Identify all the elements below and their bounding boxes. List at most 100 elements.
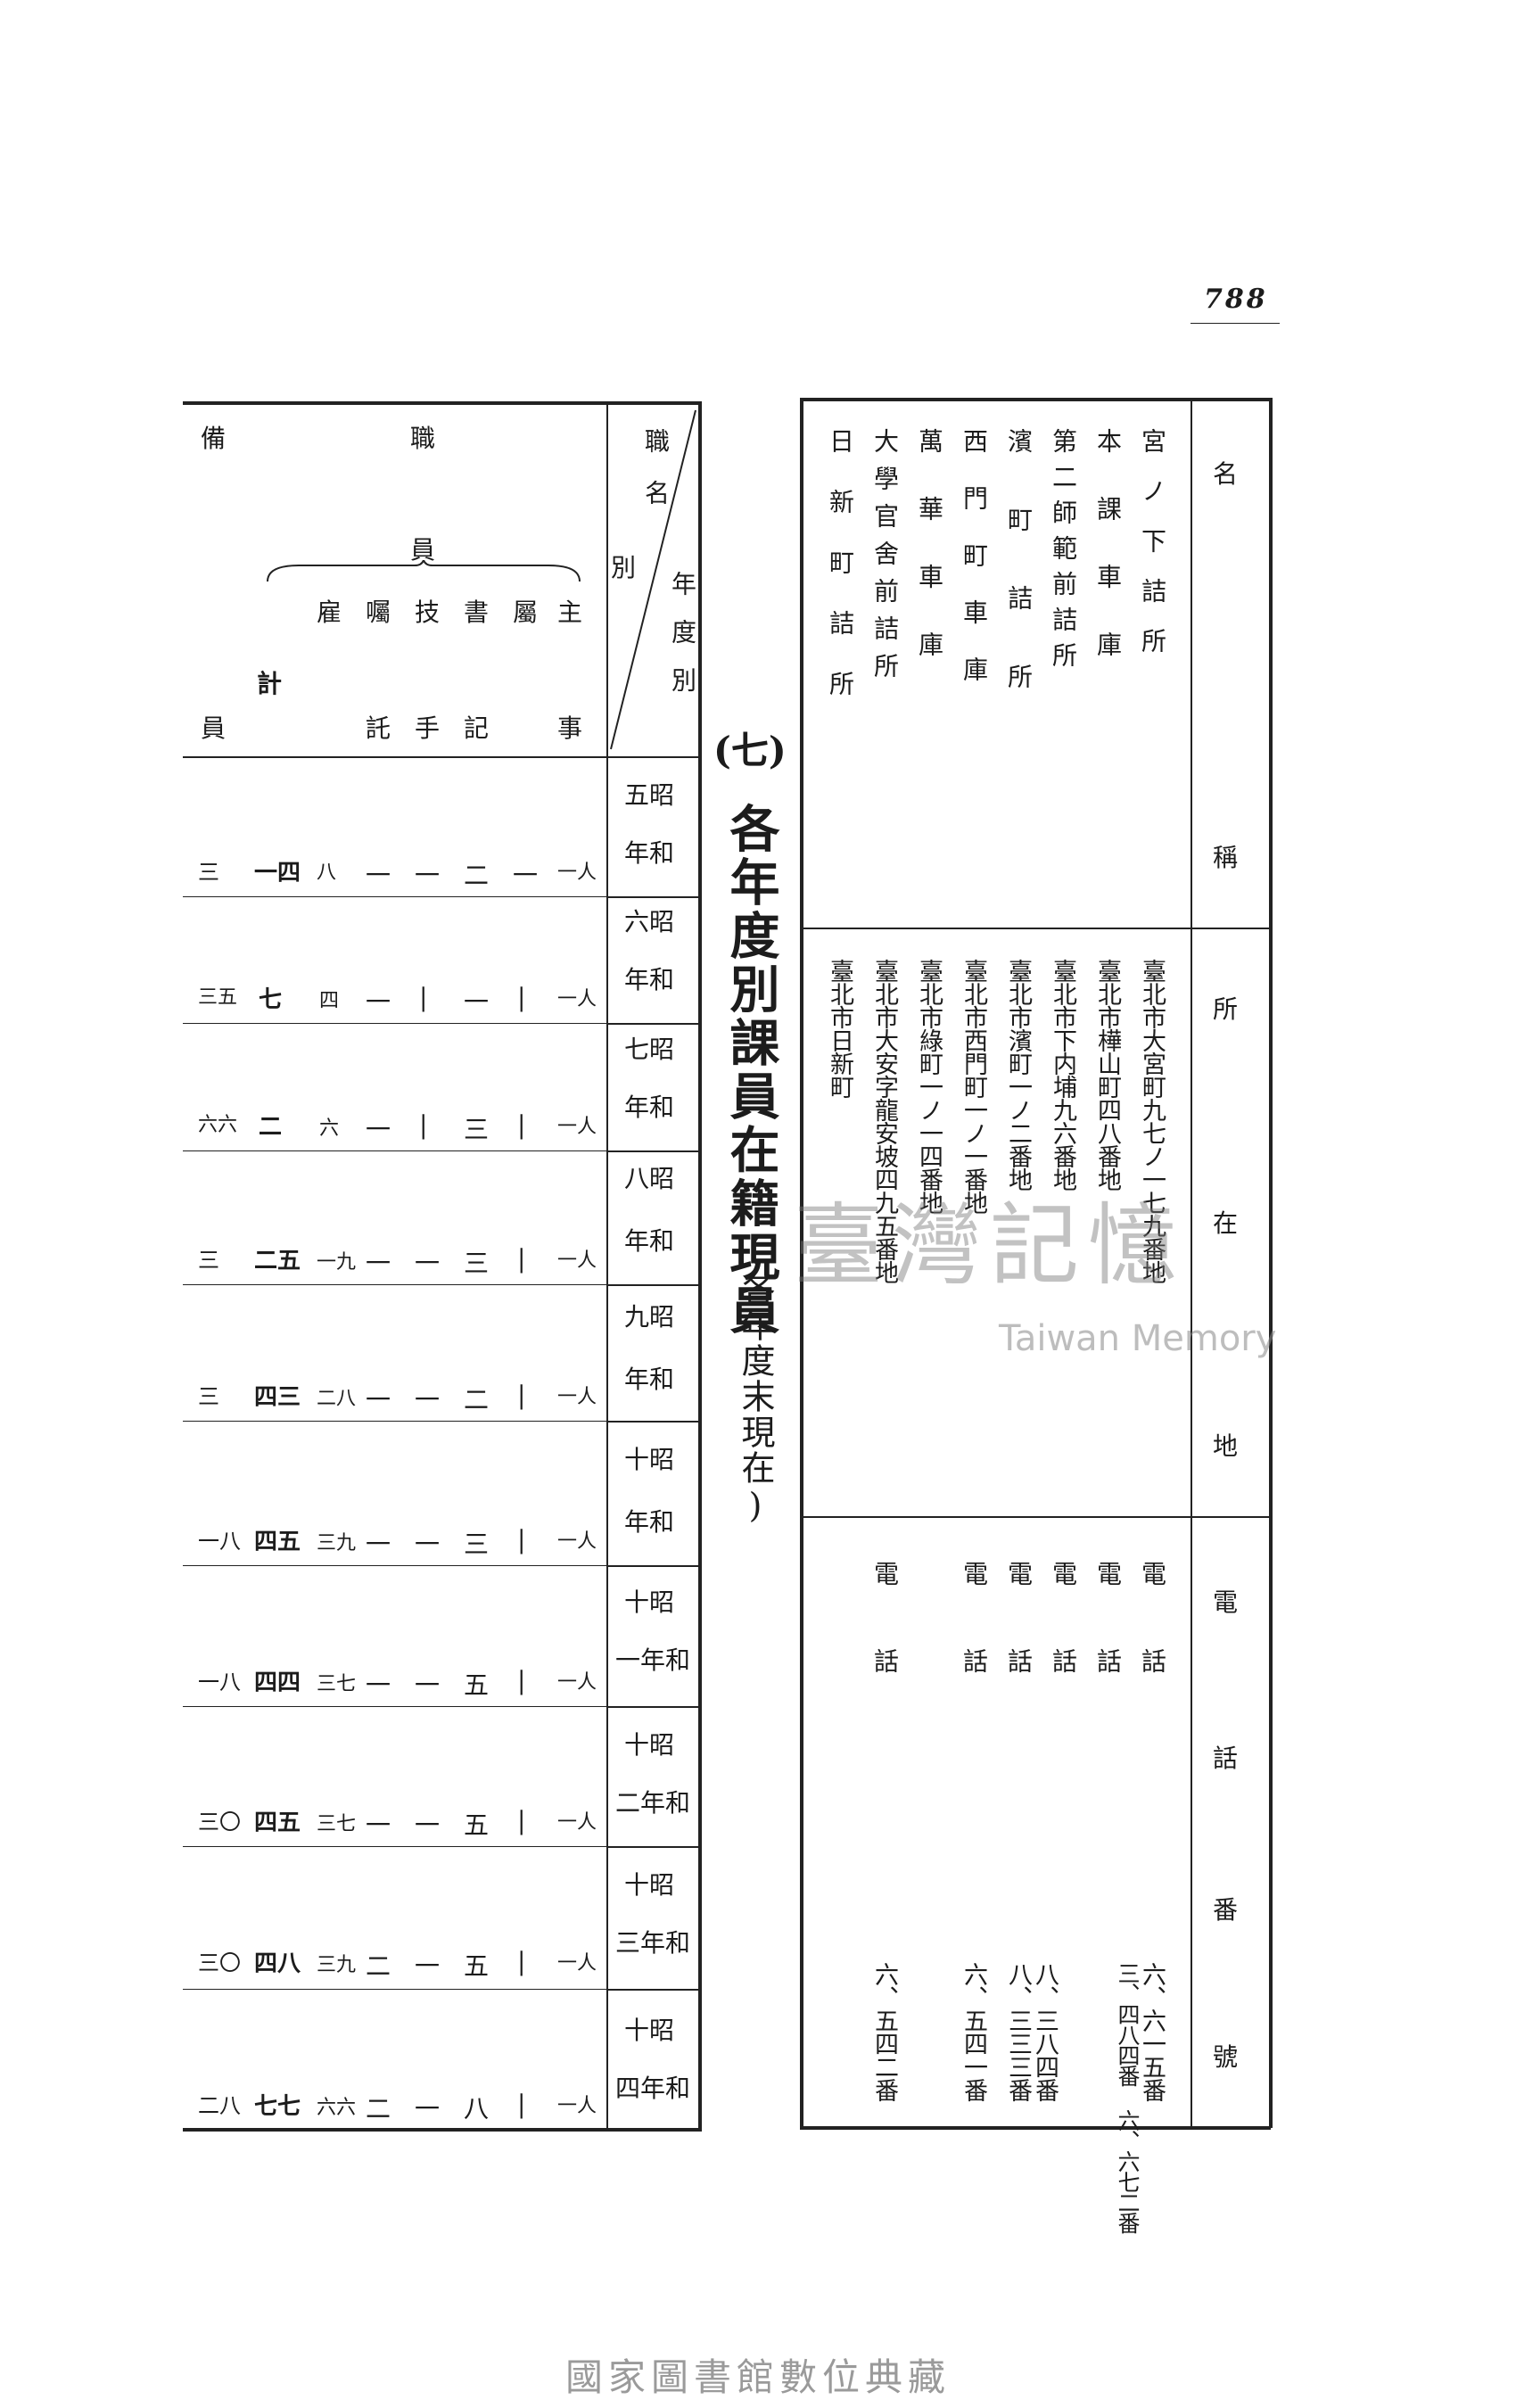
year-label-a: 十昭 bbox=[624, 1445, 675, 1474]
row-3-name: 第二師範前詰所 bbox=[1049, 428, 1078, 678]
page-number-rule bbox=[1191, 323, 1280, 324]
year-label-b: 二年和 bbox=[615, 1788, 691, 1818]
row-divider bbox=[183, 1989, 606, 1990]
cell-zoku: | bbox=[517, 1525, 526, 1554]
cell-gishu: 一 bbox=[415, 1951, 441, 1981]
row-5-phone-number: 六、五四一番 bbox=[960, 1962, 987, 2101]
left-table-top-border bbox=[183, 401, 700, 405]
header-brace bbox=[267, 560, 581, 582]
row-divider bbox=[183, 1565, 606, 1566]
corner-top-label: 職名 bbox=[641, 428, 671, 532]
cell-shokutaku: 二 bbox=[366, 2094, 391, 2123]
cell-shokutaku: 一 bbox=[366, 1249, 391, 1278]
row-1-phone-number: 六、六一五番 bbox=[1138, 1962, 1166, 2101]
row-3-phone-label: 電話 bbox=[1049, 1561, 1078, 1736]
year-label-b: 年和 bbox=[624, 1507, 675, 1537]
header-remarks-label: 備 bbox=[201, 424, 227, 453]
cell-koin: 三九 bbox=[317, 1532, 357, 1554]
cell-remarks: 二八 bbox=[198, 2093, 241, 2118]
header-address-3: 地 bbox=[1213, 1431, 1241, 1461]
row-7-phone-label: 電話 bbox=[870, 1561, 900, 1736]
cell-gishu: 一 bbox=[415, 1249, 441, 1278]
right-table-section-line-2 bbox=[800, 1516, 1271, 1518]
year-divider bbox=[606, 1565, 700, 1567]
row-divider bbox=[183, 1150, 606, 1151]
watermark-logo-text: 臺灣記憶 bbox=[794, 1193, 1186, 1298]
cell-zoku: | bbox=[517, 1666, 526, 1695]
row-divider bbox=[183, 1284, 606, 1285]
right-table-top-border bbox=[800, 398, 1271, 401]
cell-shoki: 二 bbox=[464, 1385, 490, 1414]
year-label-b: 年和 bbox=[624, 1226, 675, 1256]
cell-gishu: 一 bbox=[415, 861, 441, 890]
cell-koin: 六六 bbox=[317, 2097, 357, 2119]
col-header-koin-top: 雇 bbox=[317, 598, 342, 627]
row-3-phone-number: 八、三八四番 bbox=[1031, 1962, 1059, 2101]
row-7-phone-number: 六、五四二番 bbox=[870, 1962, 898, 2101]
page-number: 788 bbox=[1204, 284, 1268, 315]
cell-zoku: | bbox=[517, 1244, 526, 1274]
cell-total: 四五 bbox=[254, 1529, 301, 1555]
cell-gishu: 一 bbox=[415, 1530, 441, 1559]
header-name-2: 稱 bbox=[1213, 843, 1241, 872]
corner-right-label: 年度別 bbox=[668, 571, 697, 715]
row-6-address: 臺北市綠町一ノ一四番地 bbox=[915, 959, 943, 1214]
cell-shoki: 三 bbox=[464, 1115, 490, 1144]
cell-shokutaku: 一 bbox=[366, 1115, 391, 1144]
year-divider bbox=[606, 1989, 700, 1991]
row-8-name: 日新町詰所 bbox=[826, 428, 855, 731]
year-divider bbox=[606, 1150, 700, 1152]
header-phone-3: 番 bbox=[1213, 1895, 1241, 1925]
cell-shoki: 二 bbox=[464, 861, 490, 890]
cell-shoki: 五 bbox=[464, 1670, 490, 1700]
cell-total: 四三 bbox=[254, 1384, 301, 1411]
cell-remarks: 一八 bbox=[198, 1529, 241, 1554]
right-table-left-border bbox=[800, 398, 803, 2128]
cell-zoku: | bbox=[517, 983, 526, 1012]
row-divider bbox=[183, 1846, 606, 1847]
year-label-b: 三年和 bbox=[615, 1928, 691, 1958]
cell-koin: 六 bbox=[319, 1117, 340, 1140]
col-header-shuji-top: 主 bbox=[557, 598, 583, 627]
cell-shoki: 三 bbox=[464, 1530, 490, 1559]
header-remarks-label-2: 員 bbox=[201, 713, 227, 743]
row-5-phone-label: 電話 bbox=[960, 1561, 989, 1736]
year-label-a: 十昭 bbox=[624, 1730, 675, 1760]
cell-zoku: | bbox=[517, 1110, 526, 1140]
footer-credit: 國家圖書館數位典藏 bbox=[564, 2355, 951, 2399]
year-label-a: 十昭 bbox=[624, 1870, 675, 1900]
year-divider bbox=[606, 1023, 700, 1025]
year-divider bbox=[606, 1284, 700, 1286]
cell-shoki: 一 bbox=[464, 987, 490, 1017]
watermark-logo-subtext: Taiwan Memory bbox=[999, 1318, 1277, 1359]
cell-shoki: 五 bbox=[464, 1951, 490, 1981]
cell-shuji: 一人 bbox=[557, 1249, 597, 1272]
year-label-b: 一年和 bbox=[615, 1645, 691, 1675]
right-table-bottom-border bbox=[800, 2126, 1271, 2130]
year-label-b: 年和 bbox=[624, 838, 675, 868]
cell-gishu: | bbox=[419, 983, 428, 1012]
year-label-a: 五昭 bbox=[624, 780, 675, 810]
year-label-a: 九昭 bbox=[624, 1302, 675, 1332]
cell-total: 一四 bbox=[254, 860, 301, 887]
header-address-2: 在 bbox=[1213, 1208, 1241, 1238]
row-5-address: 臺北市西門町一ノ一番地 bbox=[960, 959, 987, 1214]
col-header-zoku-top: 屬 bbox=[513, 598, 539, 627]
header-phone-4: 號 bbox=[1213, 2042, 1241, 2072]
header-address-1: 所 bbox=[1213, 994, 1241, 1024]
row-divider bbox=[183, 896, 606, 897]
cell-koin: 二八 bbox=[317, 1388, 357, 1410]
cell-total: 四五 bbox=[254, 1810, 301, 1836]
row-5-name: 西門町車庫 bbox=[960, 428, 989, 713]
row-1-name: 宮ノ下詰所 bbox=[1138, 428, 1167, 678]
cell-total: 二五 bbox=[254, 1248, 301, 1274]
left-table-header-line bbox=[183, 756, 700, 758]
header-group-label-2: 員 bbox=[410, 535, 436, 565]
cell-remarks: 六六 bbox=[198, 1114, 238, 1136]
cell-gishu: 一 bbox=[415, 1810, 441, 1840]
cell-total: 二 bbox=[259, 1114, 283, 1141]
year-divider bbox=[606, 896, 700, 898]
left-table-right-border bbox=[698, 401, 702, 2132]
cell-total: 七七 bbox=[254, 2093, 301, 2120]
cell-shuji: 一人 bbox=[557, 862, 597, 884]
